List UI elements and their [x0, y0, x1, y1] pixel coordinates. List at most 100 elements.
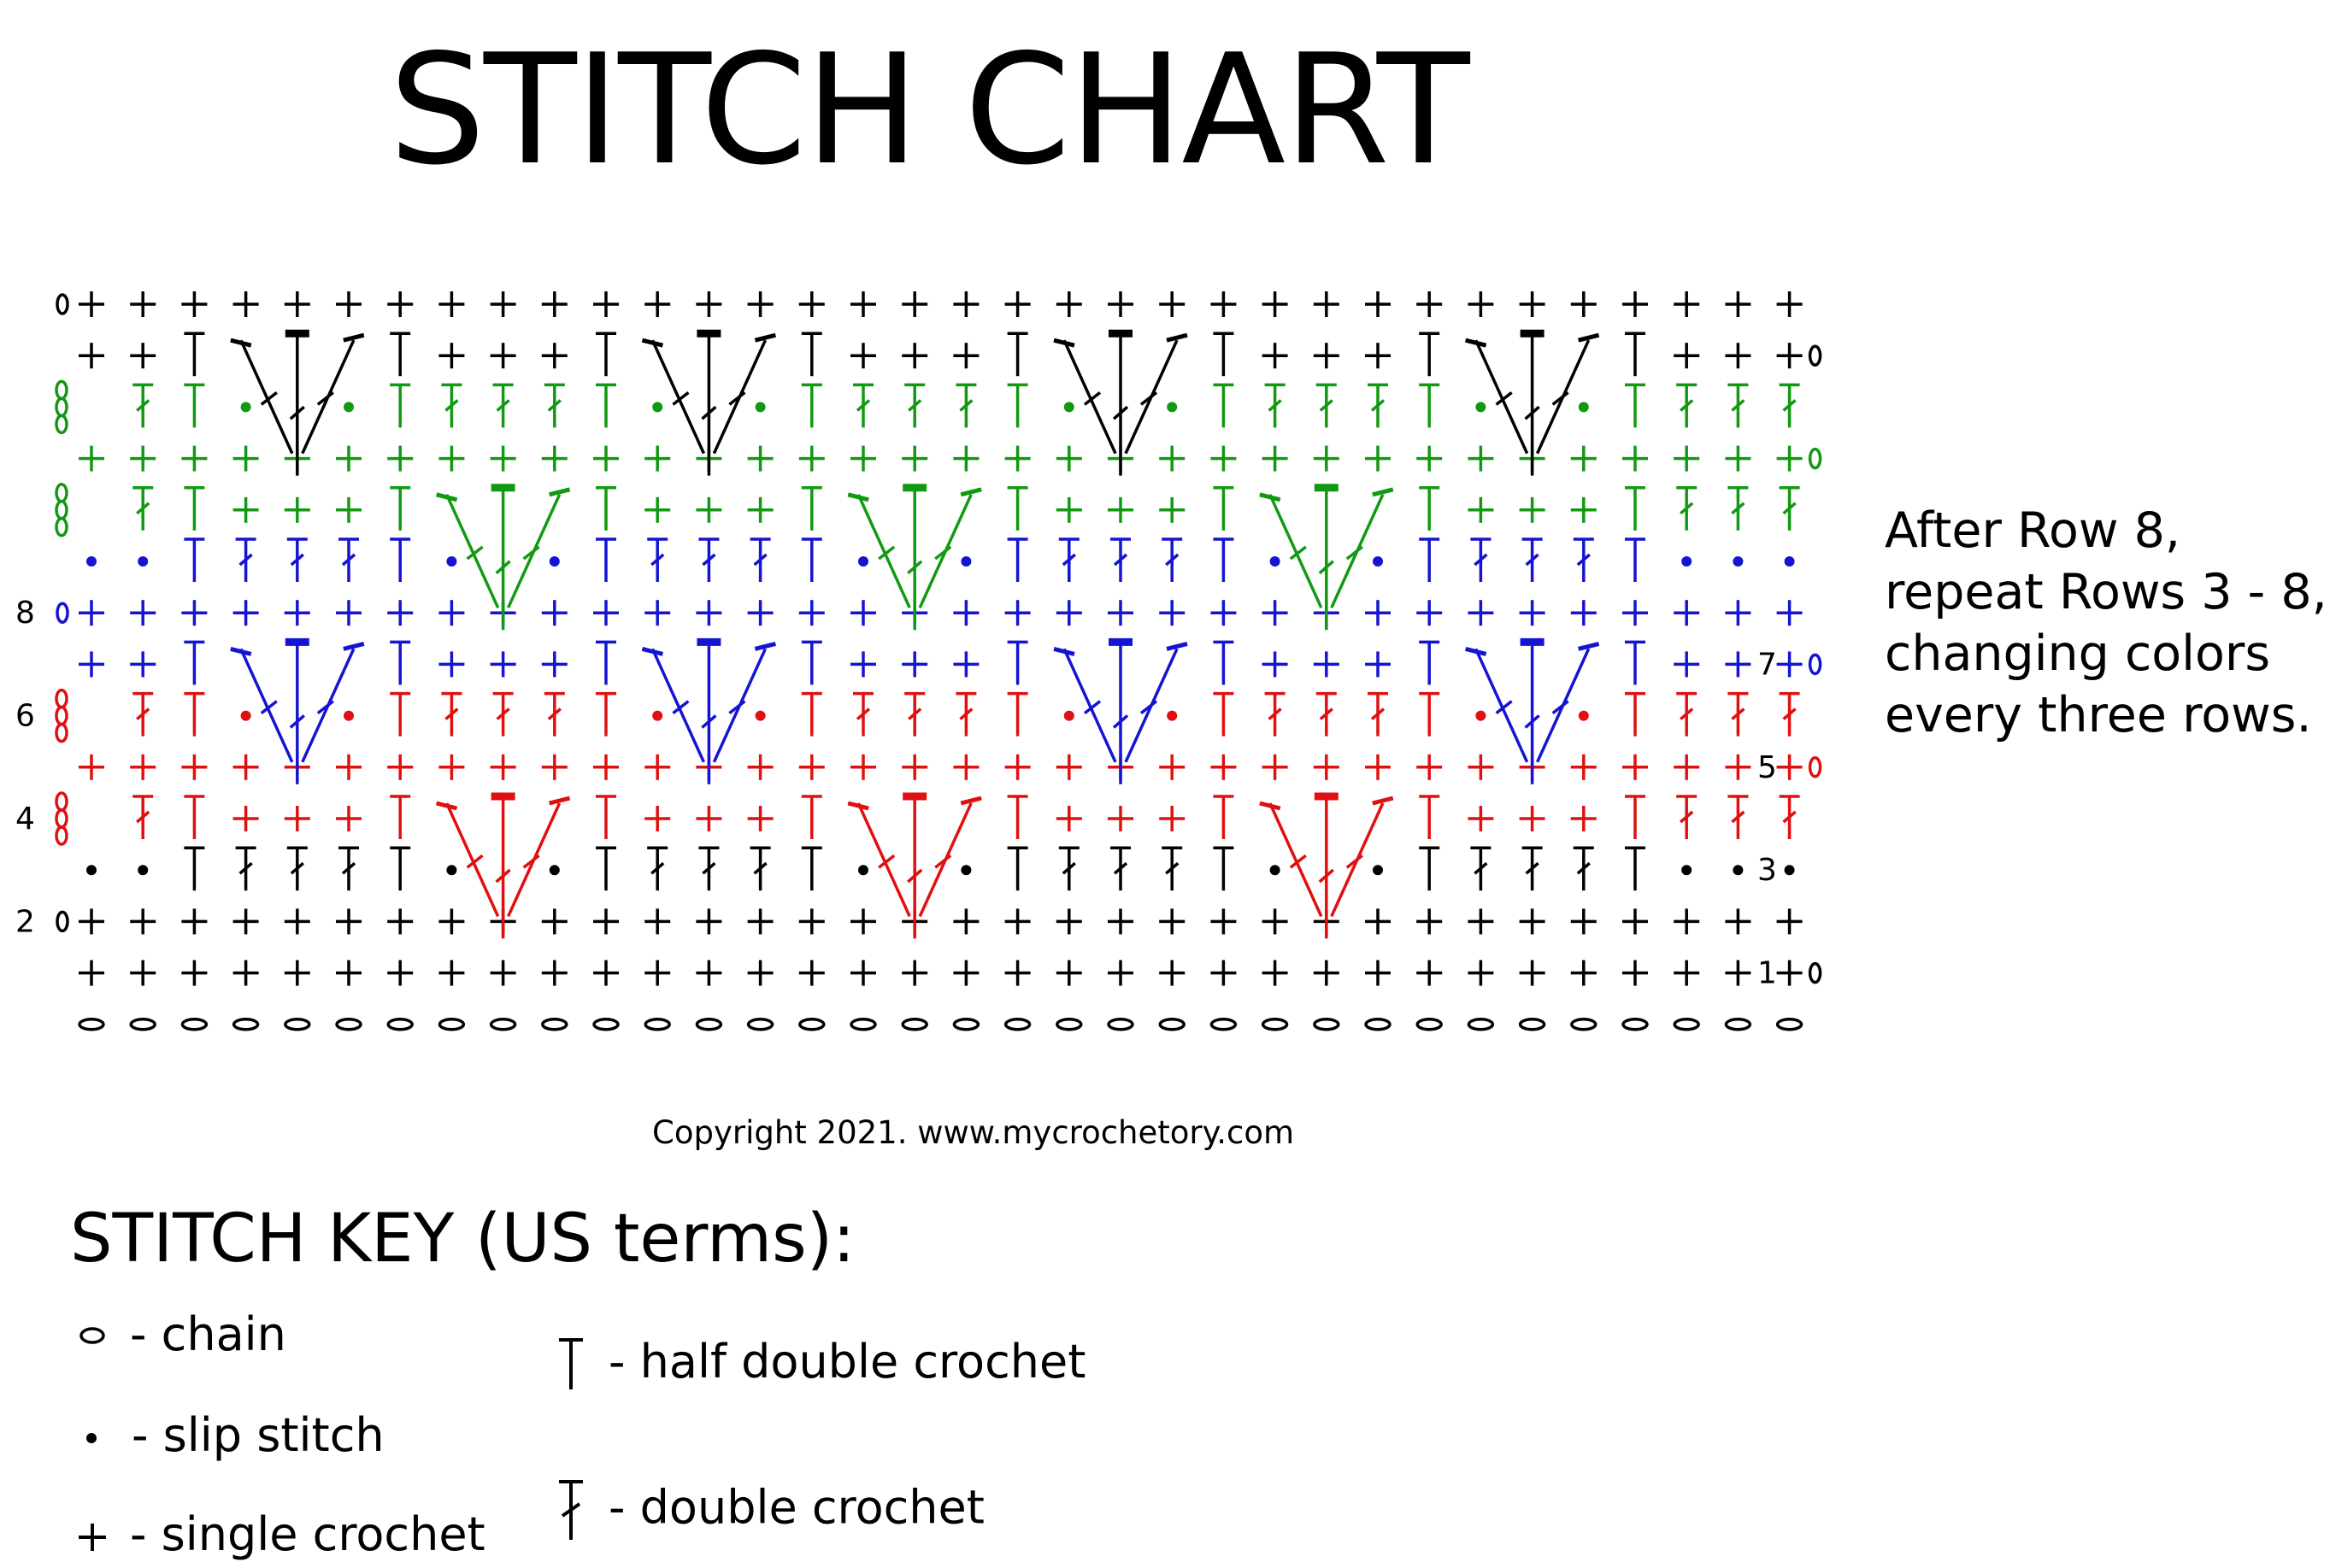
half-double-crochet-symbol [1007, 486, 1028, 531]
chain-symbol [78, 1018, 105, 1031]
single-crochet-symbol [1725, 600, 1751, 626]
slip-stitch-symbol [1784, 865, 1795, 876]
half-double-crochet-symbol [390, 537, 411, 582]
row-number-left: 4 [15, 802, 35, 837]
half-double-crochet-symbol [390, 640, 411, 685]
single-crochet-symbol [953, 343, 980, 369]
single-crochet-symbol [1159, 806, 1186, 831]
double-crochet-symbol [1676, 486, 1697, 531]
single-crochet-symbol [1056, 960, 1082, 986]
single-crochet-symbol [1674, 291, 1700, 317]
slip-stitch-symbol [240, 402, 251, 413]
turning-chain-symbol [55, 483, 68, 537]
single-crochet-symbol [438, 908, 465, 935]
repeat-note-line: changing colors [1885, 625, 2271, 682]
half-double-crochet-symbol [1419, 383, 1440, 428]
double-crochet-symbol [853, 691, 874, 737]
double-crochet-icon [559, 1480, 583, 1540]
double-crochet-symbol [492, 383, 514, 428]
fan-cluster [435, 484, 571, 631]
single-crochet-symbol [490, 754, 516, 780]
chain-symbol [1808, 447, 1822, 470]
double-crochet-symbol [1058, 537, 1080, 582]
slip-stitch-symbol [1578, 710, 1589, 721]
double-crochet-symbol [1162, 537, 1183, 582]
single-crochet-symbol [438, 343, 465, 369]
double-crochet-symbol [1779, 383, 1800, 428]
double-crochet-symbol [1727, 486, 1749, 531]
double-crochet-symbol [956, 383, 977, 428]
single-crochet-symbol [1776, 960, 1803, 986]
single-crochet-symbol [1725, 291, 1751, 317]
single-crochet-symbol [593, 960, 619, 986]
single-crochet-symbol [1108, 600, 1133, 626]
row-number-right: 1 [1757, 956, 1777, 991]
single-crochet-symbol [850, 908, 876, 935]
single-crochet-symbol [232, 960, 259, 986]
repeat-note-line: After Row 8, [1885, 502, 2181, 559]
half-double-crochet-symbol [1007, 691, 1028, 737]
chain-symbol [232, 1018, 260, 1031]
single-crochet-symbol [644, 445, 671, 472]
single-crochet-symbol [902, 651, 928, 678]
single-crochet-symbol [387, 960, 414, 986]
double-crochet-symbol [1521, 846, 1543, 891]
fan-cluster [641, 637, 777, 784]
double-crochet-symbol [647, 846, 668, 891]
double-crochet-symbol [235, 537, 256, 582]
single-crochet-symbol [1108, 291, 1133, 317]
single-crochet-symbol [1210, 908, 1237, 935]
single-crochet-symbol [232, 445, 259, 472]
single-crochet-symbol [1313, 291, 1339, 317]
slip-stitch-symbol [1578, 402, 1589, 413]
single-crochet-symbol [1776, 754, 1803, 780]
single-crochet-symbol [644, 908, 671, 935]
single-crochet-symbol [1262, 960, 1288, 986]
single-crochet-symbol [1159, 960, 1186, 986]
single-crochet-symbol [1365, 754, 1391, 780]
single-crochet-symbol [593, 908, 619, 935]
double-crochet-symbol [1264, 383, 1286, 428]
half-double-crochet-symbol [801, 691, 822, 737]
single-crochet-symbol [387, 908, 414, 935]
double-crochet-symbol [1676, 795, 1697, 839]
slip-stitch-symbol [138, 865, 149, 876]
slip-stitch-symbol [446, 556, 457, 567]
single-crochet-symbol [130, 600, 156, 626]
half-double-crochet-symbol [596, 537, 616, 582]
double-crochet-symbol [1470, 537, 1492, 582]
single-crochet-symbol [1004, 291, 1031, 317]
single-crochet-symbol [1622, 445, 1648, 472]
double-crochet-symbol [956, 691, 977, 737]
single-crochet-symbol [490, 445, 516, 472]
chain-symbol [1673, 1018, 1700, 1031]
single-crochet-symbol [284, 291, 310, 317]
single-crochet-symbol [1776, 445, 1803, 472]
half-double-crochet-symbol [1625, 537, 1645, 582]
row-number-left: 8 [15, 596, 35, 631]
single-crochet-symbol [747, 291, 774, 317]
chain-symbol [1364, 1018, 1392, 1031]
slip-stitch-symbol [961, 865, 972, 876]
single-crochet-symbol [850, 343, 876, 369]
single-crochet-symbol [79, 960, 104, 986]
single-crochet-symbol [1725, 343, 1751, 369]
single-crochet-symbol [79, 445, 104, 472]
single-crochet-symbol [1262, 291, 1288, 317]
half-double-crochet-symbol [184, 691, 205, 737]
chain-symbol [1621, 1018, 1649, 1031]
half-double-crochet-symbol [1419, 537, 1440, 582]
key-entry-chain: - chain [77, 1307, 286, 1361]
fan-cluster [1053, 637, 1188, 784]
single-crochet-symbol [79, 908, 104, 935]
half-double-crochet-symbol [1625, 332, 1645, 377]
key-label-slip-stitch: - slip stitch [132, 1408, 385, 1462]
chain-symbol [746, 1018, 774, 1031]
double-crochet-symbol [286, 846, 308, 891]
slip-stitch-symbol [652, 402, 663, 413]
single-crochet-symbol [798, 600, 825, 626]
fan-cluster [1259, 792, 1394, 939]
single-crochet-symbol [1056, 806, 1082, 831]
half-double-crochet-symbol [596, 846, 616, 891]
fan-cluster [847, 484, 982, 631]
